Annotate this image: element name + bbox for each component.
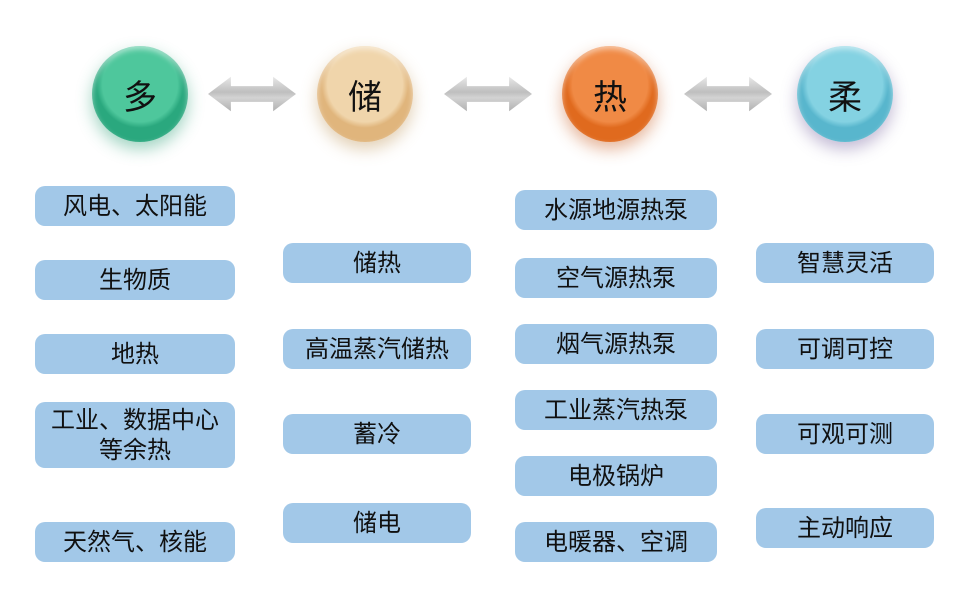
list-item: 电极锅炉	[515, 456, 717, 496]
double-arrow-icon	[444, 76, 532, 112]
list-item: 工业蒸汽热泵	[515, 390, 717, 430]
list-item: 天然气、核能	[35, 522, 235, 562]
list-item: 水源地源热泵	[515, 190, 717, 230]
double-arrow-icon	[208, 76, 296, 112]
list-item: 风电、太阳能	[35, 186, 235, 226]
double-arrow-icon	[684, 76, 772, 112]
circle-chu-label: 储	[348, 77, 382, 118]
list-item: 工业、数据中心等余热	[35, 402, 235, 468]
list-item: 地热	[35, 334, 235, 374]
list-item: 空气源热泵	[515, 258, 717, 298]
list-item: 储电	[283, 503, 471, 543]
circle-re: 热	[562, 46, 658, 142]
list-item: 储热	[283, 243, 471, 283]
list-item: 高温蒸汽储热	[283, 329, 471, 369]
list-item: 可调可控	[756, 329, 934, 369]
circle-duo: 多	[92, 46, 188, 142]
circle-duo-label: 多	[123, 77, 157, 118]
list-item: 蓄冷	[283, 414, 471, 454]
circle-re-label: 热	[593, 77, 627, 118]
list-item: 主动响应	[756, 508, 934, 548]
circle-chu: 储	[317, 46, 413, 142]
list-item: 智慧灵活	[756, 243, 934, 283]
list-item: 电暖器、空调	[515, 522, 717, 562]
circle-rou-label: 柔	[828, 77, 862, 118]
list-item: 烟气源热泵	[515, 324, 717, 364]
list-item: 生物质	[35, 260, 235, 300]
circle-rou: 柔	[797, 46, 893, 142]
list-item: 可观可测	[756, 414, 934, 454]
